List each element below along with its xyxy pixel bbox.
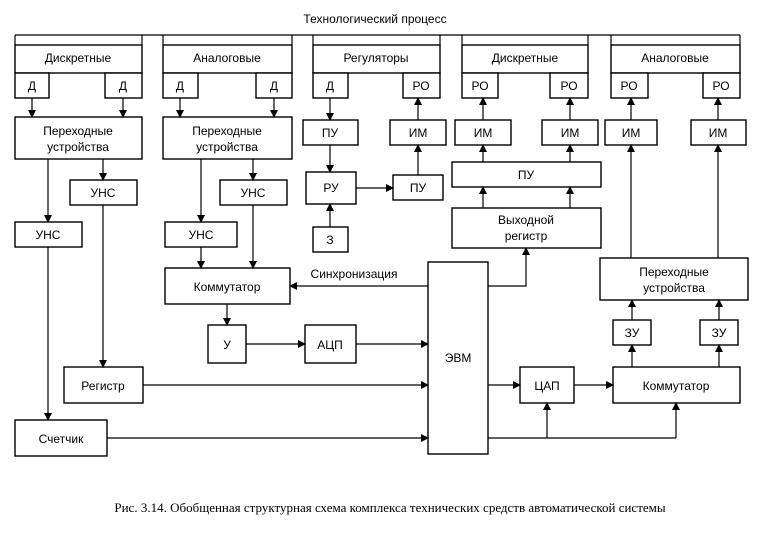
counter: Счетчик (14, 419, 108, 457)
svg-text:ИМ: ИМ (622, 126, 641, 140)
regulator-ru: РУ (305, 171, 357, 205)
uns-amplifier: УНС (69, 179, 138, 206)
svg-text:Д: Д (119, 79, 127, 93)
sensor-d: Д (104, 72, 143, 99)
transition-devices-output: Переходные устройства (599, 257, 749, 301)
control-device-pu-wide: ПУ (451, 161, 602, 188)
amplifier-u: У (207, 324, 247, 364)
register: Регистр (63, 366, 144, 404)
svg-text:Д: Д (326, 79, 334, 93)
group-label: Дискретные (492, 51, 559, 65)
actuator-ro: РО (610, 72, 649, 99)
svg-text:устройства: устройства (643, 281, 705, 295)
svg-text:ПУ: ПУ (518, 168, 535, 182)
svg-text:регистр: регистр (505, 229, 548, 243)
actuator-ro: РО (402, 72, 441, 99)
actuator-im: ИМ (604, 119, 658, 146)
actuator-im: ИМ (690, 119, 747, 146)
svg-text:Регистр: Регистр (81, 379, 125, 393)
group-discrete-inputs: Дискретные (14, 44, 143, 74)
transition-devices-discrete: Переходные устройства (14, 116, 143, 160)
svg-text:Д: Д (270, 79, 278, 93)
svg-text:УНС: УНС (189, 228, 214, 242)
svg-text:устройства: устройства (47, 140, 109, 154)
svg-text:З: З (326, 233, 333, 247)
sensor-d: Д (312, 72, 349, 99)
svg-text:ЗУ: ЗУ (712, 326, 727, 340)
svg-text:ИМ: ИМ (474, 126, 493, 140)
svg-text:АЦП: АЦП (317, 338, 343, 352)
actuator-im: ИМ (541, 119, 599, 146)
svg-text:Переходные: Переходные (43, 124, 113, 138)
svg-text:ЦАП: ЦАП (534, 379, 559, 393)
group-analog-outputs: Аналоговые (610, 44, 741, 74)
svg-text:РО: РО (471, 79, 488, 93)
group-discrete-outputs: Дискретные (461, 44, 589, 74)
actuator-ro: РО (461, 72, 499, 99)
memory-zu: ЗУ (699, 319, 739, 346)
transition-devices-analog: Переходные устройства (162, 116, 293, 160)
svg-text:УНС: УНС (36, 228, 61, 242)
svg-text:ИМ: ИМ (709, 126, 728, 140)
svg-text:Коммутатор: Коммутатор (194, 280, 261, 294)
svg-text:ЭВМ: ЭВМ (445, 351, 472, 365)
commutator-output: Коммутатор (612, 366, 741, 404)
memory-zu: ЗУ (612, 319, 652, 346)
svg-text:Выходной: Выходной (498, 213, 554, 227)
sensor-d: Д (162, 72, 199, 99)
figure-caption: Рис. 3.14. Обобщенная структурная схема … (114, 500, 665, 515)
svg-text:РО: РО (712, 79, 729, 93)
process-title: Технологический процесс (303, 12, 446, 26)
sync-label: Синхронизация (311, 267, 398, 281)
svg-text:Д: Д (28, 79, 36, 93)
svg-text:ИМ: ИМ (561, 126, 580, 140)
svg-text:Переходные: Переходные (192, 124, 262, 138)
control-device-pu: ПУ (302, 119, 359, 146)
setpoint-z: З (312, 226, 349, 253)
process-bus (14, 34, 741, 45)
actuator-im: ИМ (454, 119, 512, 146)
svg-text:ИМ: ИМ (409, 126, 428, 140)
svg-text:Коммутатор: Коммутатор (643, 379, 710, 393)
actuator-ro: РО (702, 72, 741, 99)
svg-text:УНС: УНС (91, 186, 116, 200)
svg-text:ЗУ: ЗУ (625, 326, 640, 340)
sensor-d: Д (255, 72, 293, 99)
uns-amplifier: УНС (14, 221, 83, 248)
svg-text:У: У (223, 338, 231, 352)
svg-text:УНС: УНС (241, 186, 266, 200)
actuator-im: ИМ (389, 119, 447, 146)
group-label: Аналоговые (193, 51, 261, 65)
sensor-d: Д (14, 72, 50, 99)
adc: АЦП (304, 324, 357, 364)
svg-text:РУ: РУ (323, 181, 339, 195)
commutator-input: Коммутатор (164, 267, 291, 305)
group-label: Дискретные (45, 51, 112, 65)
actuator-ro: РО (549, 72, 589, 99)
svg-text:РО: РО (620, 79, 637, 93)
dac: ЦАП (519, 366, 575, 404)
uns-amplifier: УНС (219, 179, 288, 206)
svg-text:РО: РО (560, 79, 577, 93)
svg-text:ПУ: ПУ (322, 126, 339, 140)
uns-amplifier: УНС (164, 221, 238, 248)
group-label: Аналоговые (641, 51, 709, 65)
connections (28, 97, 723, 442)
group-regulators: Регуляторы (312, 44, 441, 74)
computer-evm: ЭВМ (427, 261, 489, 455)
svg-text:Д: Д (176, 79, 184, 93)
group-label: Регуляторы (343, 51, 408, 65)
svg-text:РО: РО (412, 79, 429, 93)
svg-text:устройства: устройства (196, 140, 258, 154)
svg-text:Переходные: Переходные (639, 265, 709, 279)
svg-text:Счетчик: Счетчик (39, 432, 85, 446)
svg-text:ПУ: ПУ (410, 181, 427, 195)
output-register: Выходной регистр (451, 207, 602, 249)
control-device-pu: ПУ (392, 174, 444, 201)
group-analog-inputs: Аналоговые (162, 44, 293, 74)
